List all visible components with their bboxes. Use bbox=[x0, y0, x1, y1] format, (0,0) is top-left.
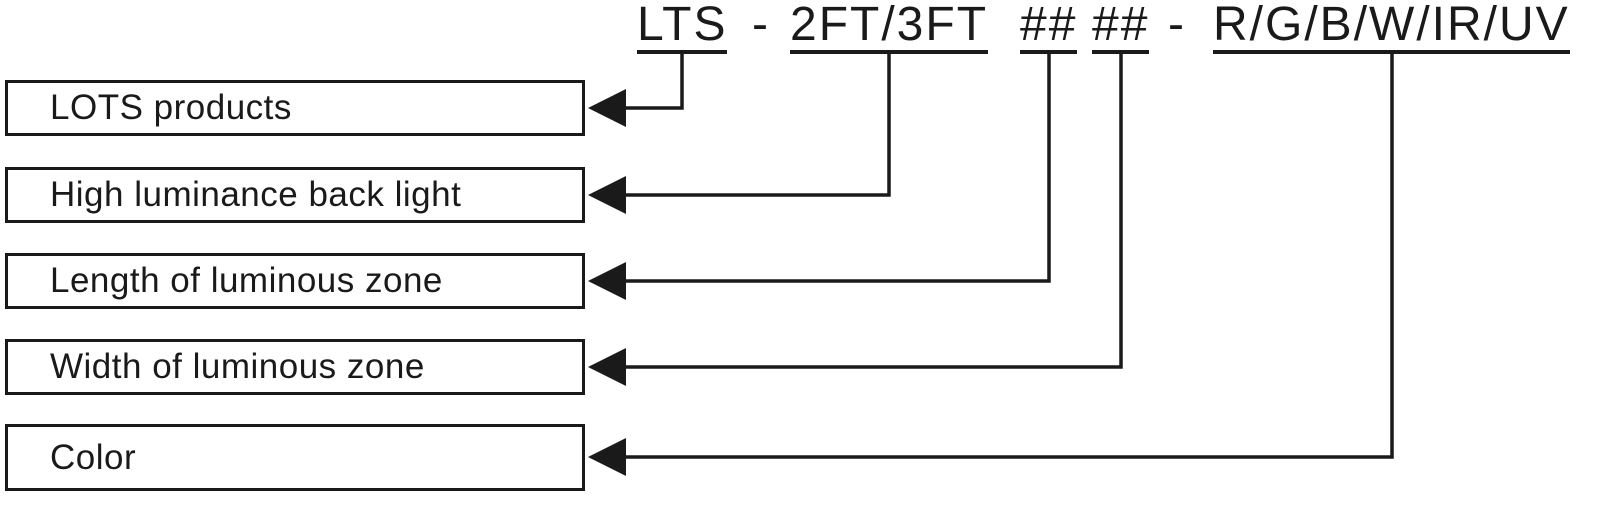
legend-label-color: Color bbox=[50, 437, 137, 477]
legend-label-length: Length of luminous zone bbox=[50, 261, 443, 300]
legend-box-color: Color bbox=[5, 424, 585, 491]
code-separator-2: - bbox=[1168, 0, 1184, 51]
legend-box-width: Width of luminous zone bbox=[5, 339, 585, 395]
legend-label-backlight: High luminance back light bbox=[50, 175, 462, 214]
arrowhead-left-icon bbox=[588, 89, 626, 127]
code-segment-width: ## bbox=[1092, 0, 1150, 54]
code-segment-product: LTS bbox=[637, 0, 728, 54]
connector-line bbox=[621, 52, 684, 110]
connector-line bbox=[621, 52, 1123, 369]
connector-line bbox=[621, 52, 1394, 459]
arrowhead-left-icon bbox=[588, 176, 626, 214]
arrowhead-left-icon bbox=[588, 348, 626, 386]
legend-box-lots-products: LOTS products bbox=[5, 80, 585, 136]
code-segment-color-options: R/G/B/W/IR/UV bbox=[1213, 0, 1570, 54]
connector-line bbox=[621, 52, 891, 197]
arrowhead-left-icon bbox=[588, 262, 626, 300]
arrowhead-left-icon bbox=[588, 438, 626, 476]
connector-line bbox=[621, 52, 1051, 283]
code-segment-backlight-size: 2FT/3FT bbox=[790, 0, 989, 54]
legend-box-backlight: High luminance back light bbox=[5, 167, 585, 223]
legend-label-width: Width of luminous zone bbox=[50, 347, 425, 386]
legend-label-lots-products: LOTS products bbox=[50, 88, 292, 127]
legend-box-length: Length of luminous zone bbox=[5, 253, 585, 309]
code-segment-length: ## bbox=[1020, 0, 1078, 54]
code-separator-1: - bbox=[752, 0, 768, 51]
